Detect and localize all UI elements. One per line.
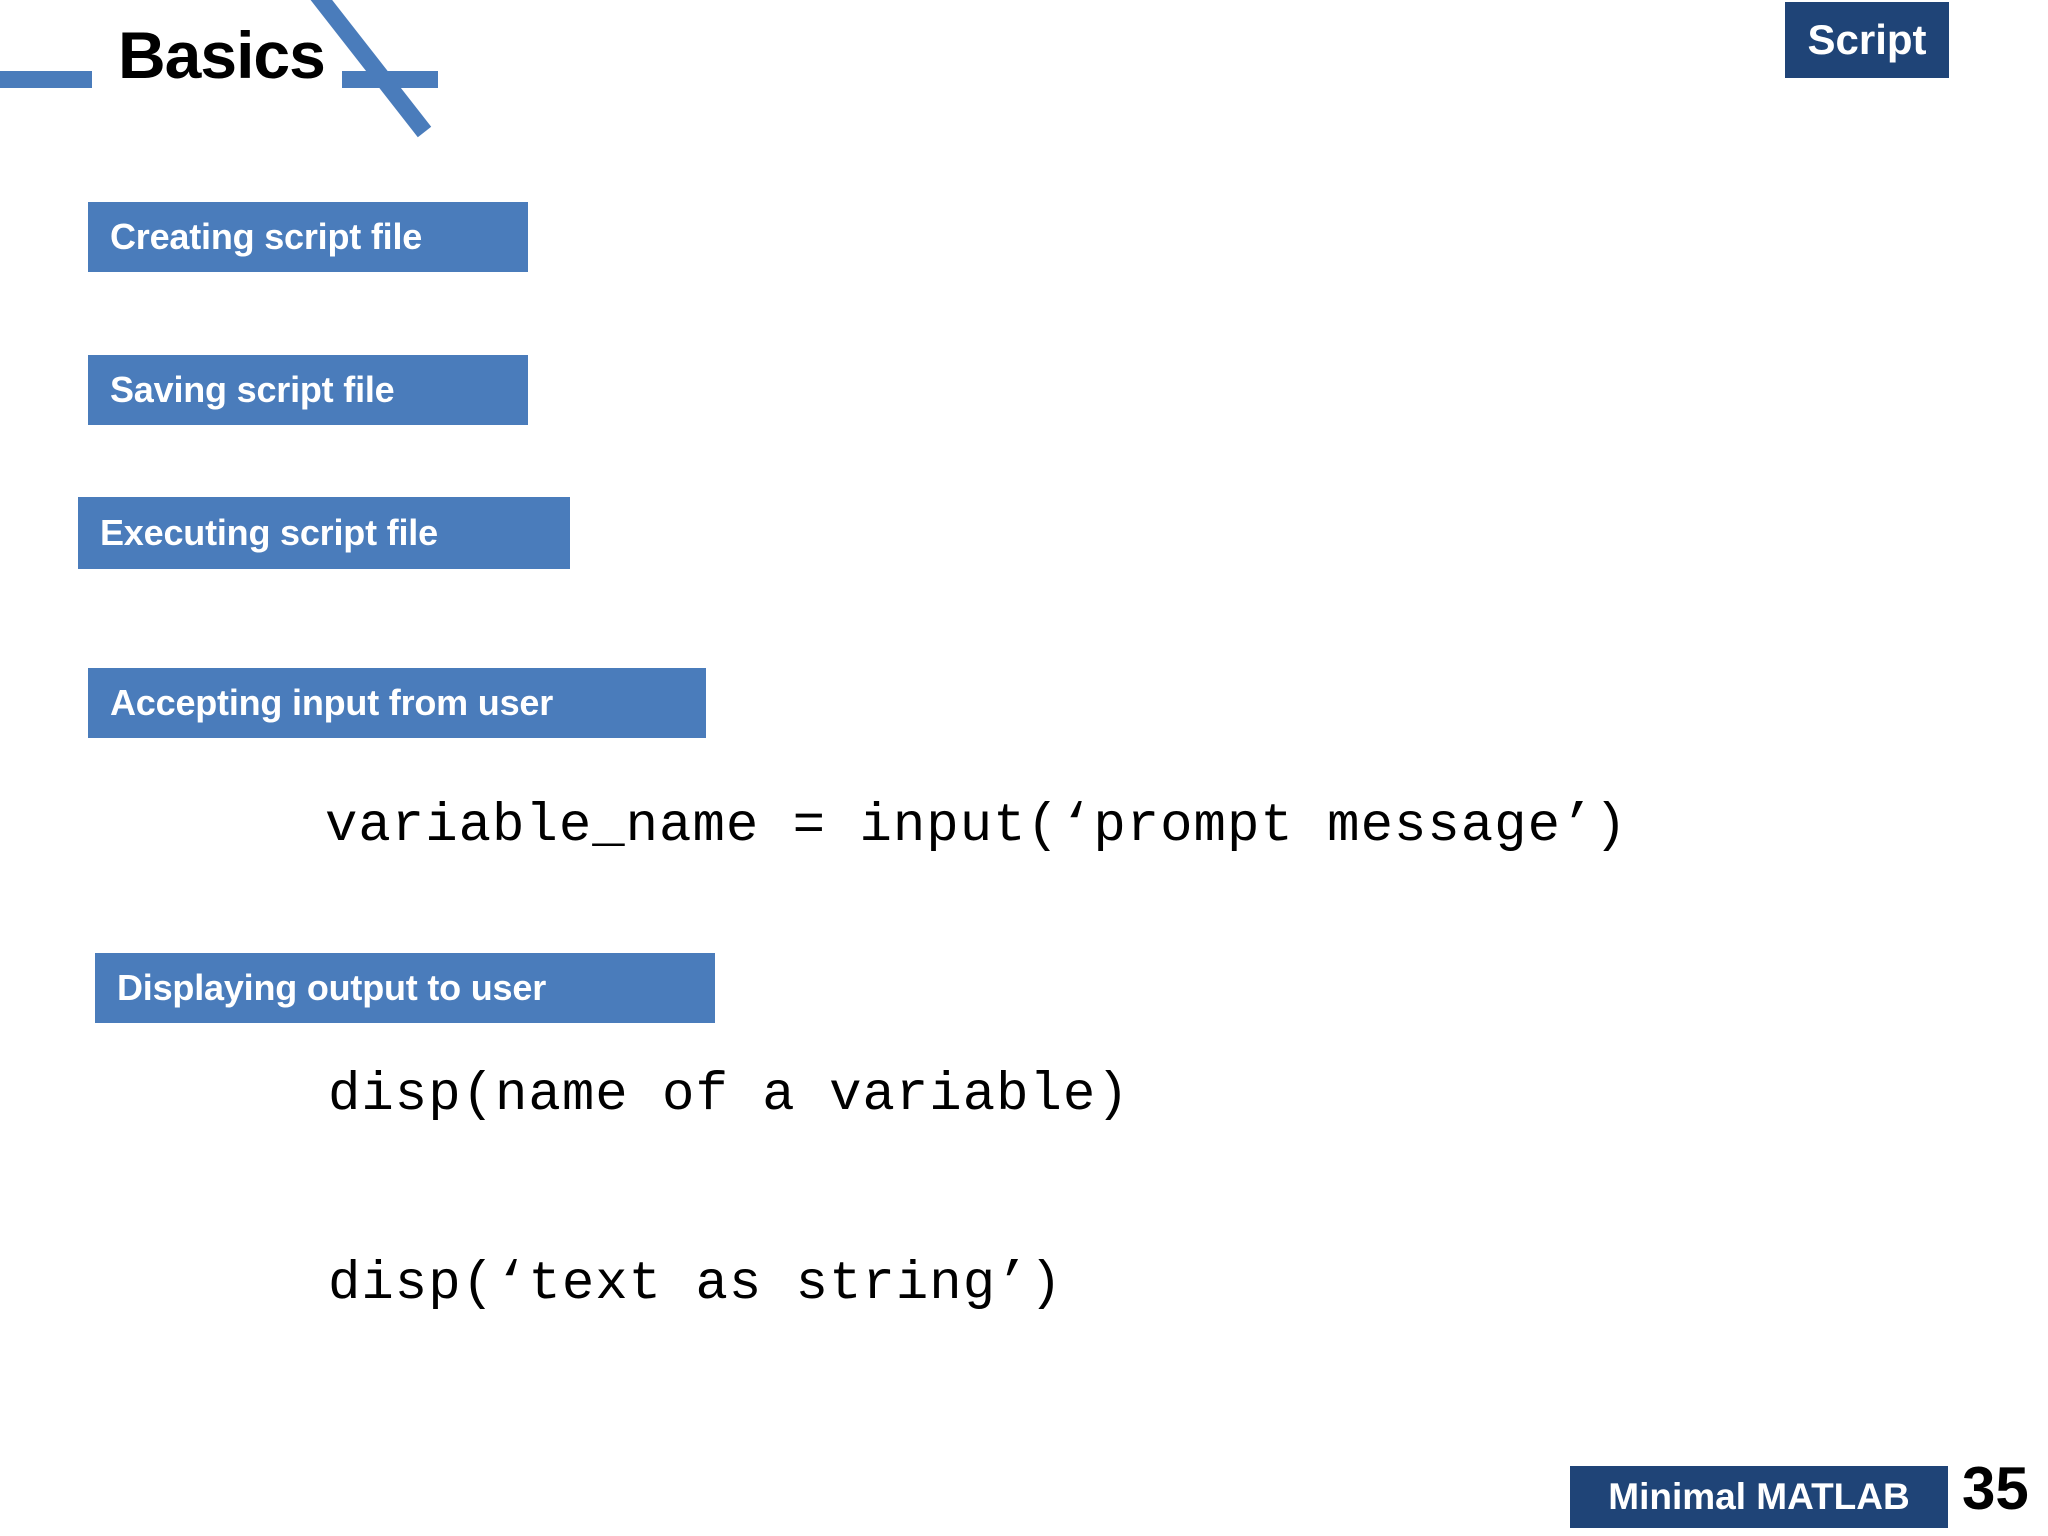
title-rule-left (0, 71, 92, 88)
bullet-saving-script-file: Saving script file (88, 355, 528, 425)
title-rule-diagonal (306, 0, 432, 138)
code-line-disp-string: disp(‘text as string’) (328, 1254, 1063, 1315)
bullet-creating-script-file: Creating script file (88, 202, 528, 272)
section-badge-script: Script (1785, 2, 1949, 78)
bullet-accepting-input-from-user: Accepting input from user (88, 668, 706, 738)
bullet-displaying-output-to-user: Displaying output to user (95, 953, 715, 1023)
page-title: Basics (118, 18, 326, 92)
bullet-executing-script-file: Executing script file (78, 497, 570, 569)
code-line-disp-variable: disp(name of a variable) (328, 1065, 1130, 1126)
code-line-input-syntax: variable_name = input(‘prompt message’) (325, 796, 1628, 857)
footer-page-number: 35 (1962, 1455, 2029, 1522)
footer-badge: Minimal MATLAB (1570, 1466, 1948, 1528)
